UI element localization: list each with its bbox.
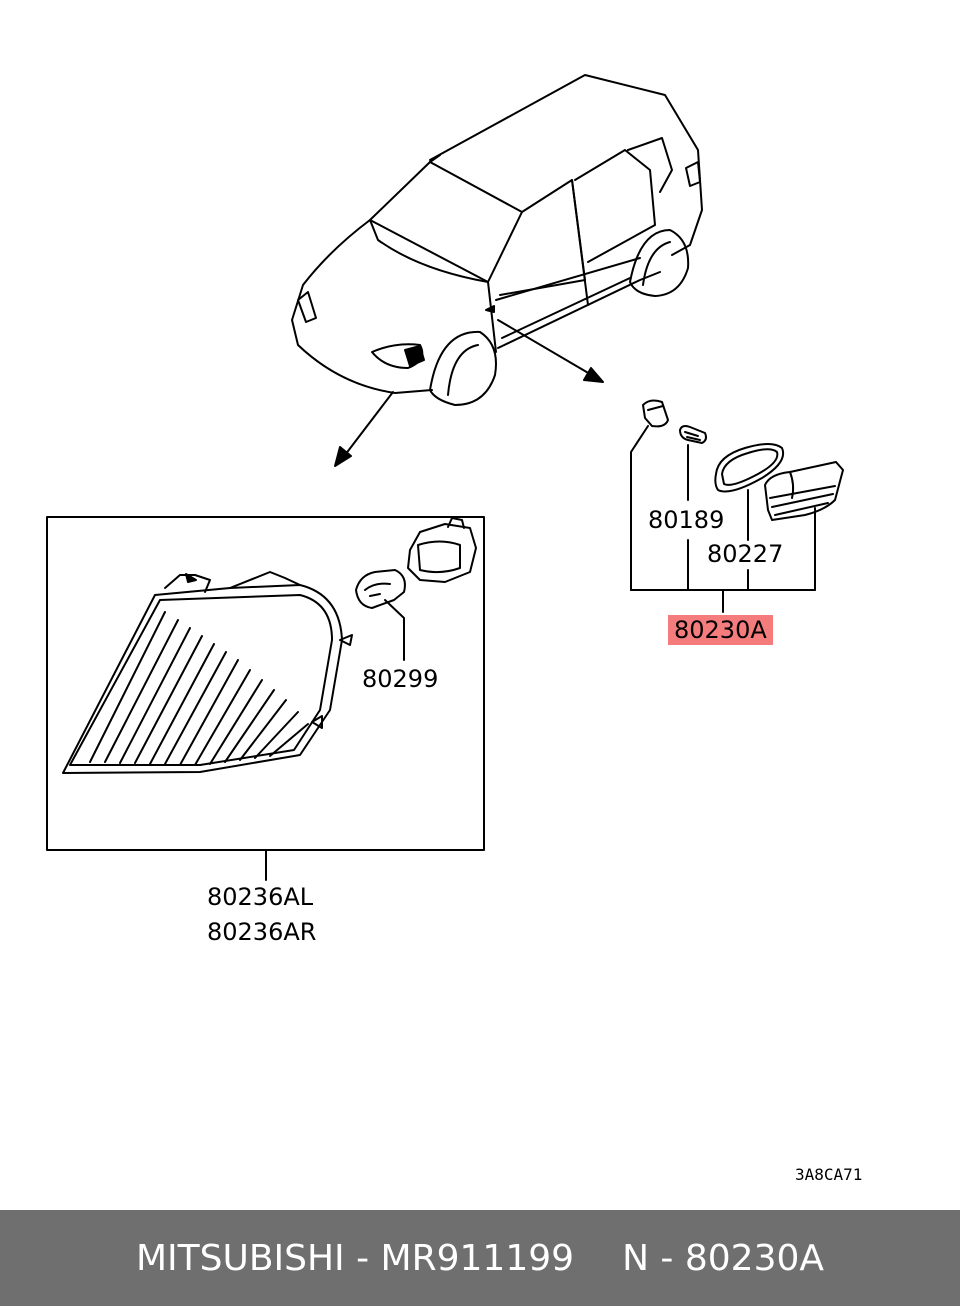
- footer-reference: N - 80230A: [622, 1237, 825, 1279]
- corner-lamp-bulb: [355, 569, 406, 609]
- side-marker-socket: [642, 399, 669, 428]
- part-number-80236al[interactable]: 80236AL: [207, 883, 314, 911]
- part-number-80299[interactable]: 80299: [362, 665, 439, 693]
- part-number-80230a-highlighted[interactable]: 80230A: [668, 615, 773, 645]
- corner-lamp-frame: [46, 516, 485, 851]
- corner-lamp-assembly: [62, 571, 353, 774]
- parts-diagram: [46, 74, 844, 881]
- footer-brand-part-number: MITSUBISHI - MR911199: [135, 1237, 575, 1279]
- side-marker-lens: [764, 461, 844, 521]
- pointer-arrows: [334, 319, 604, 467]
- footer-bar: MITSUBISHI - MR911199 N - 80230A: [0, 1210, 960, 1306]
- part-number-80227[interactable]: 80227: [707, 540, 784, 568]
- diagram-code: 3A8CA71: [795, 1165, 863, 1184]
- part-number-80189[interactable]: 80189: [648, 506, 725, 534]
- part-number-80236ar[interactable]: 80236AR: [207, 918, 317, 946]
- side-marker-leaders: [630, 425, 816, 613]
- corner-lamp-leaders: [265, 599, 405, 881]
- side-marker-bulb: [679, 425, 707, 444]
- vehicle-illustration: [291, 74, 703, 406]
- side-marker-gasket: [714, 443, 784, 493]
- corner-lamp-socket: [407, 517, 477, 583]
